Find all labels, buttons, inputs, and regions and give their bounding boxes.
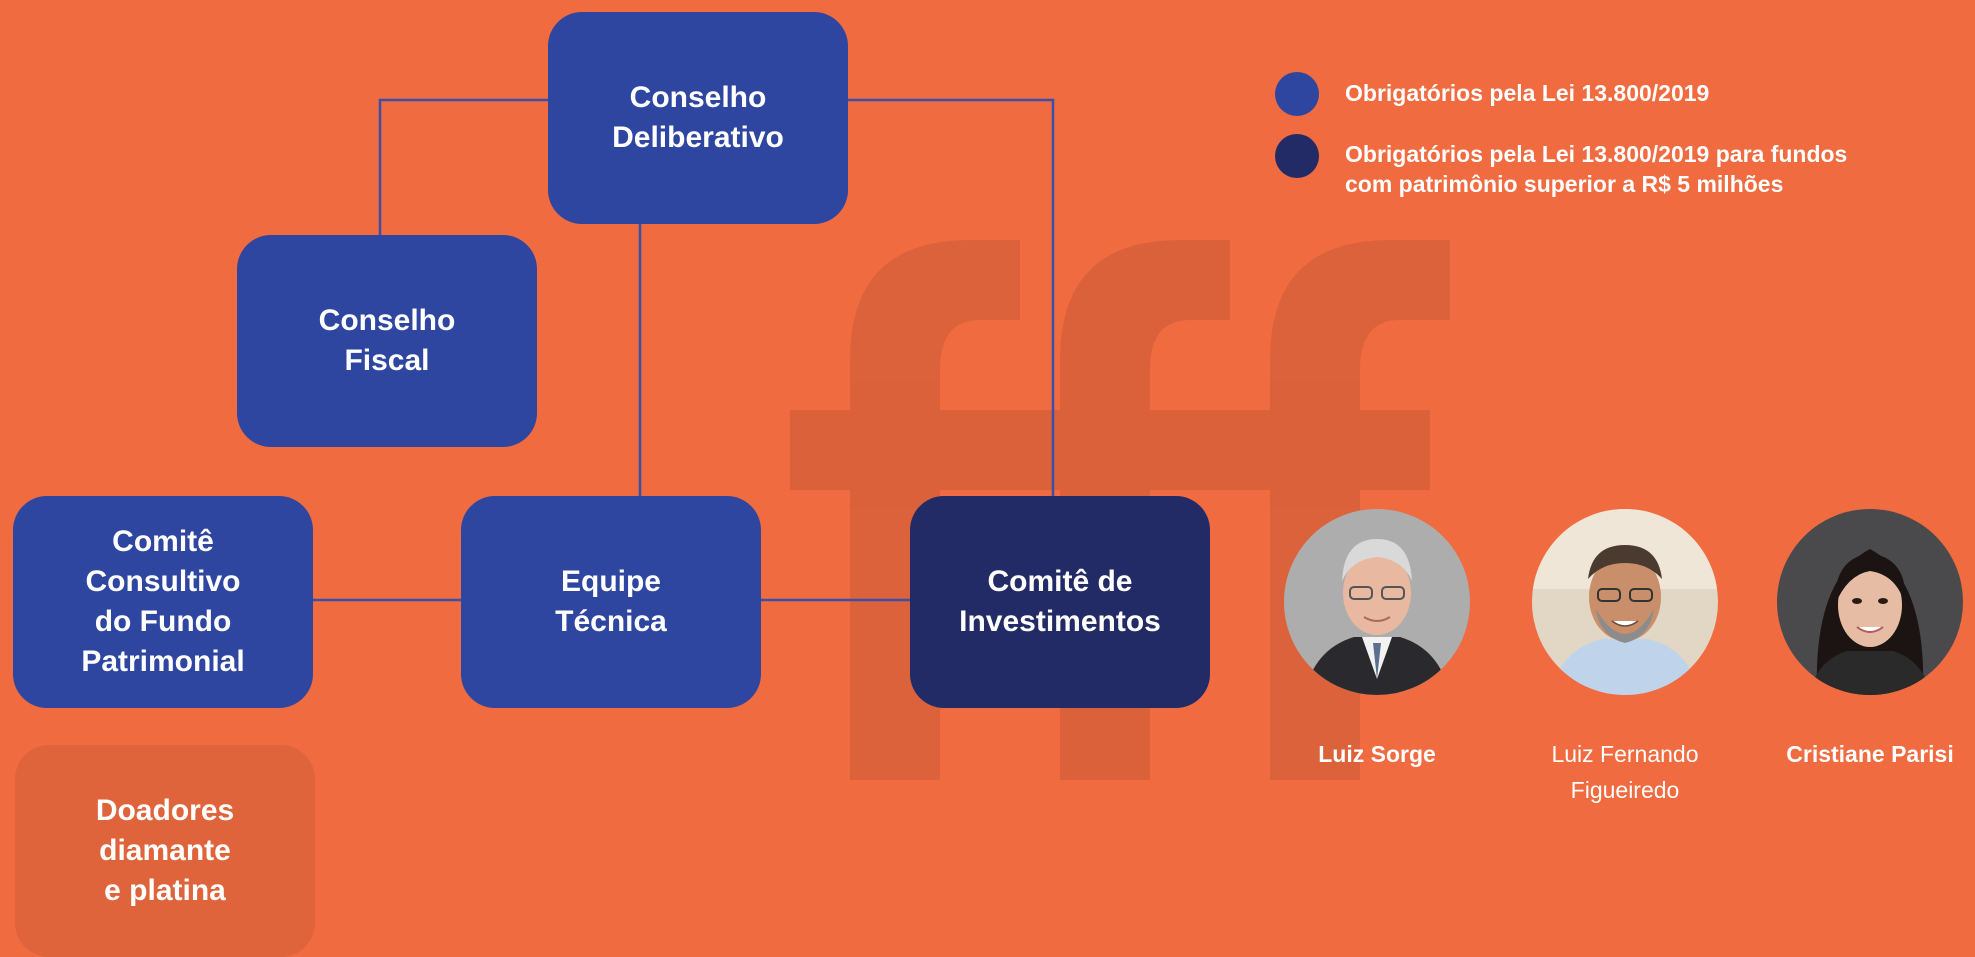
person-name: Luiz Sorge (1318, 741, 1436, 767)
conselho-fiscal-box: Conselho Fiscal (237, 235, 537, 447)
legend-dot-large-funds-icon (1275, 134, 1319, 178)
person-name: Luiz Fernando Figueiredo (1551, 741, 1699, 803)
equipe-tecnica-box: Equipe Técnica (461, 496, 761, 708)
legend-label-mandatory: Obrigatórios pela Lei 13.800/2019 (1345, 80, 1710, 106)
legend-dot-mandatory-icon (1275, 72, 1319, 116)
line-deliberativo-investimentos (848, 98, 1055, 496)
person-card-luiz-sorge: Luiz Sorge (1252, 509, 1502, 773)
doadores-box: Doadores diamante e platina (15, 745, 315, 957)
comite-consultivo-box: Comitê Consultivo do Fundo Patrimonial (13, 496, 313, 708)
legend-label-large-funds: Obrigatórios pela Lei 13.800/2019 para f… (1345, 141, 1848, 197)
legend-item-large-funds: Obrigatórios pela Lei 13.800/2019 para f… (1275, 134, 1847, 200)
person-card-luiz-fernando-figueiredo: Luiz Fernando Figueiredo (1500, 509, 1750, 808)
legend-item-mandatory: Obrigatórios pela Lei 13.800/2019 (1275, 72, 1709, 116)
portrait-photo (1284, 509, 1470, 695)
portrait-photo (1777, 509, 1963, 695)
person-name: Cristiane Parisi (1786, 741, 1954, 767)
comite-investimentos-box: Comitê de Investimentos (910, 496, 1210, 708)
person-card-cristiane-parisi: Cristiane Parisi (1745, 509, 1975, 773)
line-deliberativo-fiscal (378, 98, 548, 235)
conselho-deliberativo-box: Conselho Deliberativo (548, 12, 848, 224)
portrait-photo (1532, 509, 1718, 695)
